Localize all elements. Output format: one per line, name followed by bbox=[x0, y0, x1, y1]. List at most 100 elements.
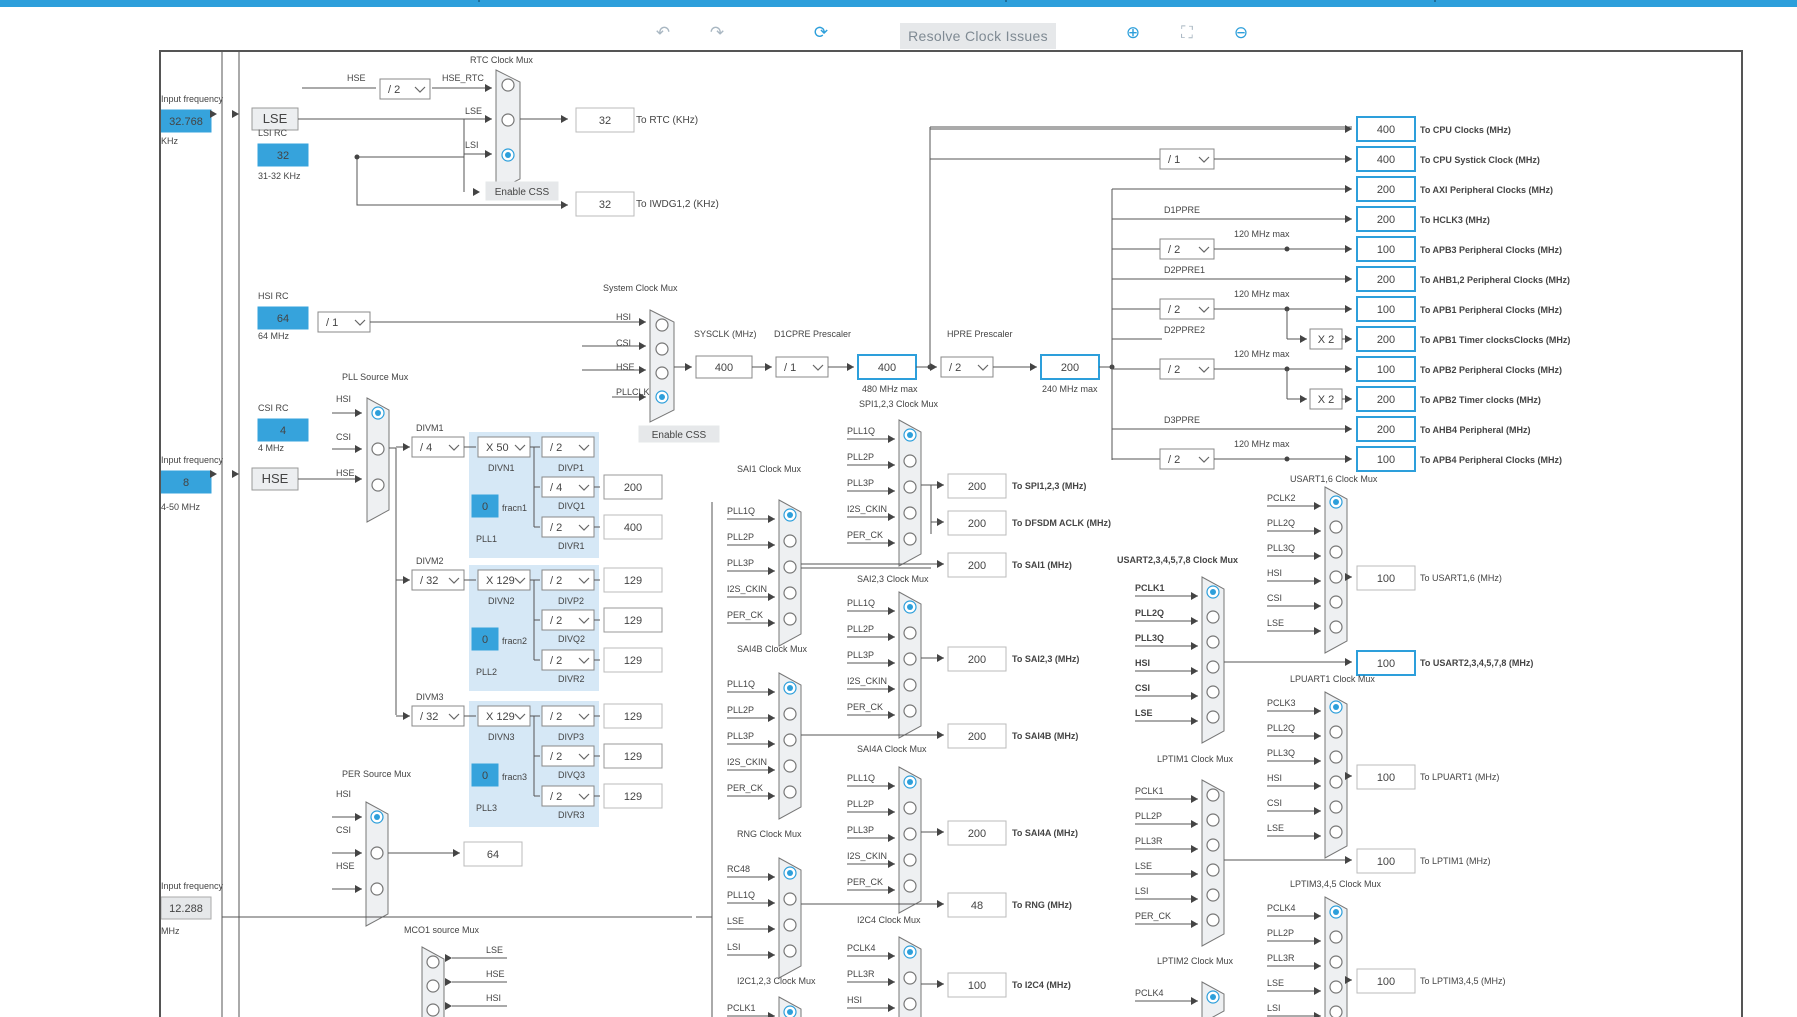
mux-radio-button[interactable] bbox=[783, 707, 797, 721]
mux-radio-button[interactable] bbox=[1329, 930, 1343, 944]
mux-radio-button[interactable] bbox=[903, 704, 917, 718]
frequency-input[interactable] bbox=[471, 763, 499, 787]
chevron-down-icon[interactable] bbox=[354, 319, 366, 326]
mux-radio-button[interactable] bbox=[783, 785, 797, 799]
frequency-input-text[interactable]: 4 bbox=[280, 425, 286, 437]
mux-radio-button[interactable] bbox=[655, 318, 669, 332]
chevron-down-icon[interactable] bbox=[1198, 246, 1210, 253]
mux-radio-button[interactable] bbox=[903, 879, 917, 893]
mux-radio-button[interactable] bbox=[903, 626, 917, 640]
chevron-down-icon[interactable] bbox=[1198, 306, 1210, 313]
mux-radio-button[interactable] bbox=[783, 918, 797, 932]
mux-radio-button[interactable] bbox=[1206, 813, 1220, 827]
mux-radio-button[interactable] bbox=[903, 532, 917, 546]
resolve-clock-issues-button[interactable]: Resolve Clock Issues bbox=[900, 23, 1056, 49]
frequency-input-text[interactable]: 32 bbox=[277, 150, 289, 162]
mux-radio-button[interactable] bbox=[1329, 520, 1343, 534]
mux-radio-button[interactable] bbox=[903, 480, 917, 494]
mux-radio-button[interactable] bbox=[903, 853, 917, 867]
mux-radio-button[interactable] bbox=[783, 612, 797, 626]
mux-radio-button[interactable] bbox=[1206, 685, 1220, 699]
chevron-down-icon[interactable] bbox=[514, 444, 526, 451]
mux-radio-button[interactable] bbox=[1206, 660, 1220, 674]
chevron-down-icon[interactable] bbox=[578, 484, 590, 491]
mux-radio-button[interactable] bbox=[903, 454, 917, 468]
prescaler-dropdown[interactable] bbox=[379, 78, 431, 100]
chevron-down-icon[interactable] bbox=[578, 713, 590, 720]
frequency-input[interactable] bbox=[471, 627, 499, 651]
frequency-input-text[interactable]: 32.768 bbox=[169, 116, 203, 128]
mux-radio-button[interactable] bbox=[426, 979, 440, 993]
enable-css-rtc-button-text[interactable]: Enable CSS bbox=[495, 187, 550, 198]
mux-radio-button[interactable] bbox=[655, 342, 669, 356]
mux-radio-button[interactable] bbox=[1329, 1005, 1343, 1017]
chevron-down-icon[interactable] bbox=[448, 444, 460, 451]
mux-radio-button[interactable] bbox=[1329, 620, 1343, 634]
frequency-input-text[interactable]: 0 bbox=[482, 501, 488, 513]
mux-radio-button[interactable] bbox=[783, 733, 797, 747]
fit-screen-icon[interactable]: ⛶ bbox=[1181, 23, 1193, 42]
chevron-down-icon[interactable] bbox=[514, 577, 526, 584]
chevron-down-icon[interactable] bbox=[578, 524, 590, 531]
mux-radio-button[interactable] bbox=[1206, 788, 1220, 802]
chevron-down-icon[interactable] bbox=[414, 86, 426, 93]
mux-radio-button[interactable] bbox=[426, 1003, 440, 1017]
mux-radio-button[interactable] bbox=[903, 801, 917, 815]
frequency-input-text[interactable]: 8 bbox=[183, 477, 189, 489]
frequency-input[interactable] bbox=[257, 143, 309, 167]
frequency-input[interactable] bbox=[161, 470, 212, 494]
frequency-input-text[interactable]: 64 bbox=[277, 313, 289, 325]
mux-radio-button[interactable] bbox=[783, 560, 797, 574]
mux-radio-button[interactable] bbox=[501, 113, 515, 127]
mux-radio-button[interactable] bbox=[1206, 863, 1220, 877]
undo-icon[interactable]: ↶ bbox=[655, 23, 671, 42]
mux-radio-button[interactable] bbox=[1329, 545, 1343, 559]
mux-radio-button[interactable] bbox=[1206, 710, 1220, 724]
mux-radio-button[interactable] bbox=[903, 678, 917, 692]
mux-radio-button[interactable] bbox=[501, 78, 515, 92]
mux-radio-button[interactable] bbox=[903, 997, 917, 1011]
enable-css-system-button[interactable] bbox=[638, 425, 720, 443]
chevron-down-icon[interactable] bbox=[578, 657, 590, 664]
refresh-icon[interactable]: ⟳ bbox=[813, 23, 829, 42]
chevron-down-icon[interactable] bbox=[514, 713, 526, 720]
zoom-out-icon[interactable]: ⊖ bbox=[1233, 23, 1249, 42]
mux-radio-button[interactable] bbox=[1329, 955, 1343, 969]
mux-radio-button[interactable] bbox=[370, 846, 384, 860]
mux-radio-button[interactable] bbox=[1329, 980, 1343, 994]
chevron-down-icon[interactable] bbox=[977, 364, 989, 371]
chevron-down-icon[interactable] bbox=[448, 577, 460, 584]
chevron-down-icon[interactable] bbox=[578, 617, 590, 624]
prescaler-dropdown[interactable] bbox=[541, 436, 595, 458]
frequency-input[interactable] bbox=[257, 306, 309, 330]
mux-radio-button[interactable] bbox=[903, 506, 917, 520]
mux-radio-button[interactable] bbox=[1206, 838, 1220, 852]
mux-radio-button[interactable] bbox=[1206, 888, 1220, 902]
mux-radio-button[interactable] bbox=[1329, 750, 1343, 764]
mux-radio-button[interactable] bbox=[371, 478, 385, 492]
chevron-down-icon[interactable] bbox=[448, 713, 460, 720]
mux-radio-button[interactable] bbox=[903, 827, 917, 841]
mux-radio-button[interactable] bbox=[1329, 800, 1343, 814]
chevron-down-icon[interactable] bbox=[578, 753, 590, 760]
mux-radio-button[interactable] bbox=[371, 442, 385, 456]
mux-radio-button[interactable] bbox=[1329, 825, 1343, 839]
frequency-input[interactable] bbox=[161, 109, 212, 133]
zoom-in-icon[interactable]: ⊕ bbox=[1125, 23, 1141, 42]
mux-radio-button[interactable] bbox=[783, 944, 797, 958]
mux-radio-button[interactable] bbox=[1206, 635, 1220, 649]
enable-css-system-button-text[interactable]: Enable CSS bbox=[652, 430, 707, 441]
mux-radio-button[interactable] bbox=[370, 882, 384, 896]
mux-radio-button[interactable] bbox=[783, 586, 797, 600]
frequency-input-text[interactable]: 0 bbox=[482, 634, 488, 646]
mux-radio-button[interactable] bbox=[903, 652, 917, 666]
mux-radio-button[interactable] bbox=[655, 366, 669, 380]
mux-radio-button[interactable] bbox=[1329, 725, 1343, 739]
chevron-down-icon[interactable] bbox=[1198, 366, 1210, 373]
mux-radio-button[interactable] bbox=[783, 759, 797, 773]
frequency-input-text[interactable]: 0 bbox=[482, 770, 488, 782]
enable-css-rtc-button[interactable] bbox=[485, 181, 559, 201]
redo-icon[interactable]: ↷ bbox=[709, 23, 725, 42]
mux-radio-button[interactable] bbox=[1206, 913, 1220, 927]
